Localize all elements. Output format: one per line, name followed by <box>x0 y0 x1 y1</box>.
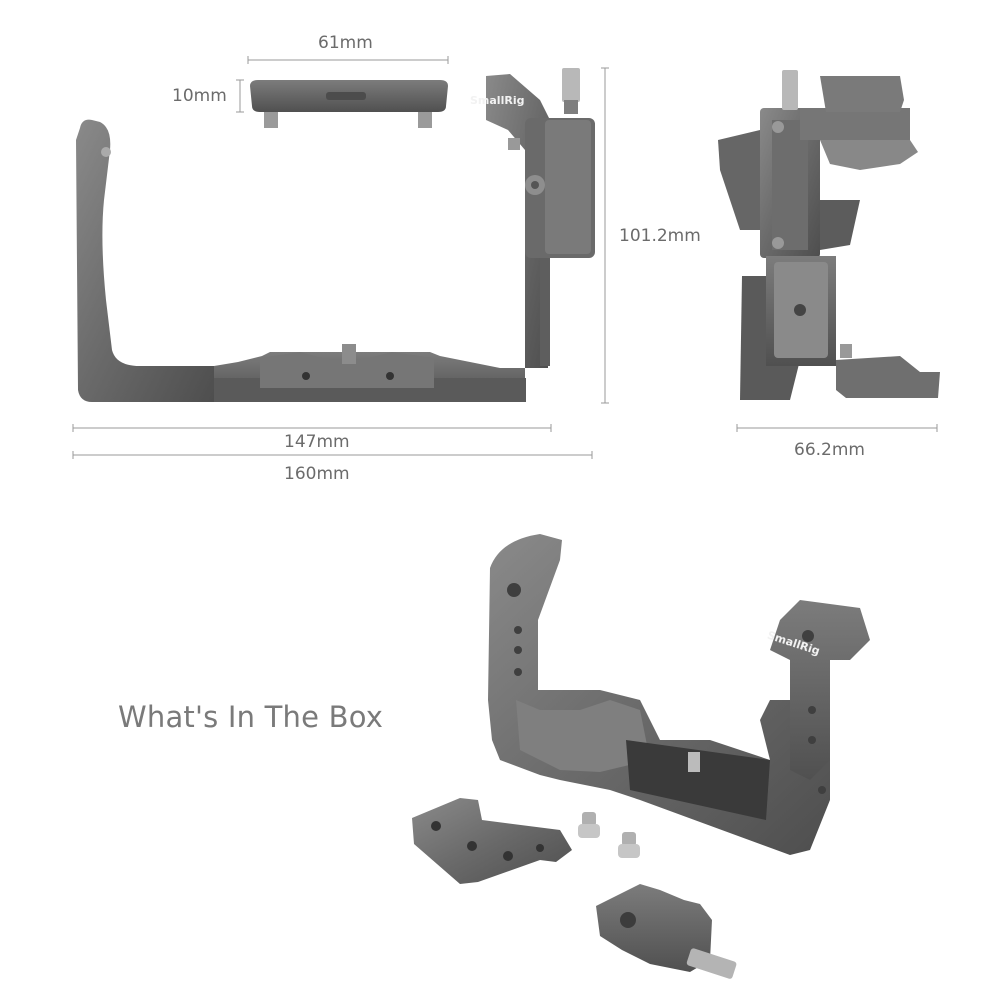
dimension-lines <box>72 56 938 459</box>
dim-10mm-label: 10mm <box>172 86 227 106</box>
top-plate <box>250 80 448 128</box>
dim-66-2mm-label: 66.2mm <box>794 440 865 460</box>
dim-61mm-label: 61mm <box>318 33 373 53</box>
box-contents: SmallRig <box>412 534 870 979</box>
smallrig-logo-front: SmallRig <box>470 94 524 107</box>
dim-101-2mm-label: 101.2mm <box>619 226 701 246</box>
dim-160mm-label: 160mm <box>284 464 350 484</box>
front-view-cage: SmallRig <box>76 68 595 403</box>
dim-147mm-label: 147mm <box>284 432 350 452</box>
side-view-cage <box>718 70 940 400</box>
box-contents-title: What's In The Box <box>118 700 384 734</box>
